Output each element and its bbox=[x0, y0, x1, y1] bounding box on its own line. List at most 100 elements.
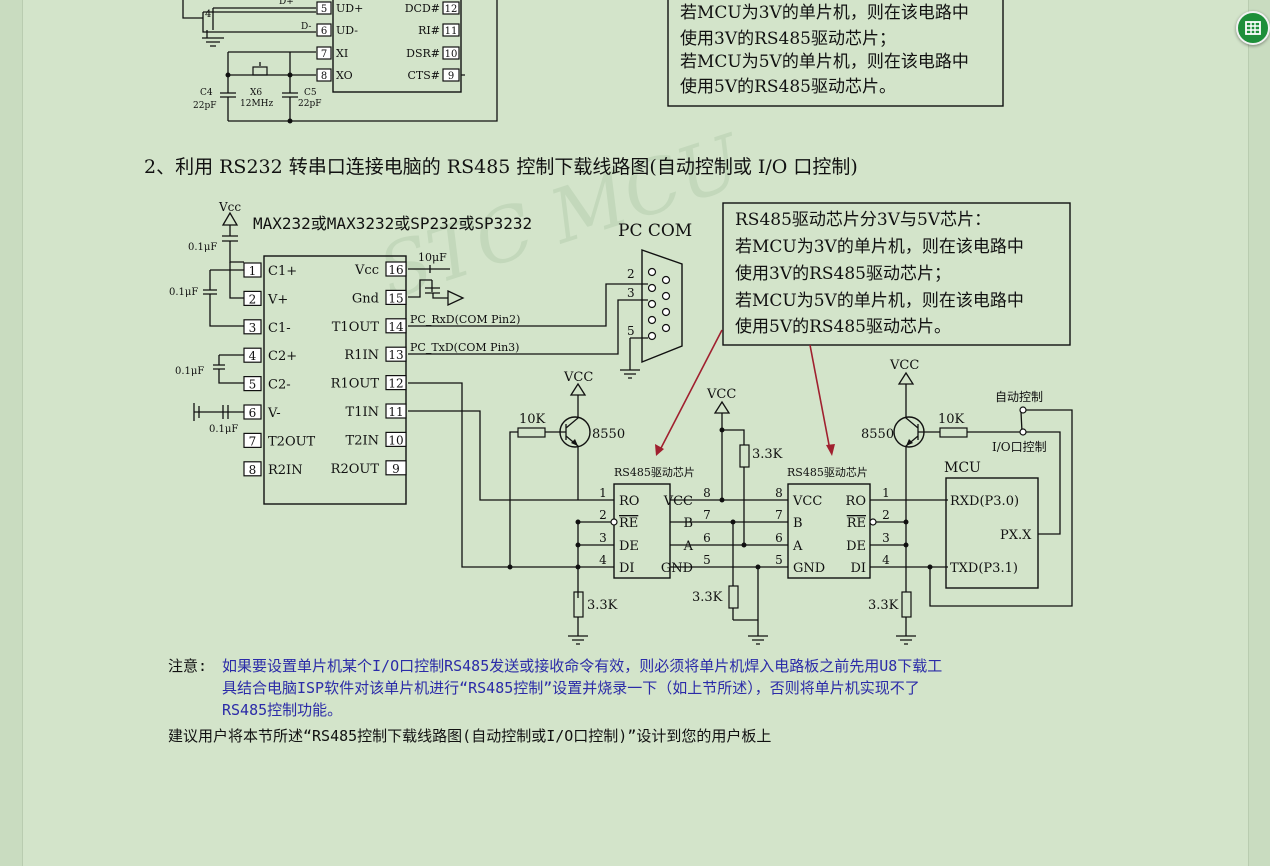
max232-pin-number: 8 bbox=[249, 463, 257, 477]
chip-right-pin-name: B bbox=[793, 516, 803, 531]
note-line-2: 若MCU为3V的单片机，则在该电路中 bbox=[735, 237, 1024, 257]
tf-pin-box bbox=[316, 68, 332, 82]
max232-pin-name: R2IN bbox=[268, 463, 303, 478]
max232-pin-number: 7 bbox=[249, 434, 257, 448]
note-line-5: 使用5V的RS485驱动芯片。 bbox=[735, 316, 951, 337]
r33k-left-label: 3.3K bbox=[587, 598, 618, 613]
vcc-mid-label: VCC bbox=[706, 387, 736, 402]
chip-left-pin-name: DE bbox=[619, 539, 639, 554]
max232-pin-number: 3 bbox=[249, 321, 257, 335]
tf-rpin-name: CTS# bbox=[407, 69, 440, 82]
mcu-rxd: RXD(P3.0) bbox=[950, 494, 1019, 509]
io-control-label: I/O口控制 bbox=[992, 440, 1047, 454]
tf-pin-box bbox=[316, 1, 332, 15]
tf-pin-box bbox=[316, 23, 332, 37]
max232-pin-name: C2- bbox=[268, 378, 291, 393]
tf-pin-number: 8 bbox=[321, 71, 327, 82]
max232-rpin-name: R2OUT bbox=[331, 462, 380, 477]
tf-pin-number: 5 bbox=[321, 4, 327, 15]
max232-vcc-label: Vcc bbox=[218, 200, 241, 214]
com-pin-5: 5 bbox=[627, 324, 635, 338]
note-line-3: 使用3V的RS485驱动芯片； bbox=[735, 263, 951, 284]
r10k-right-label: 10K bbox=[938, 412, 965, 427]
max232-pin-box bbox=[243, 319, 262, 335]
chip-right-rpin-number: 4 bbox=[882, 553, 890, 567]
r33k-mid-label: 3.3K bbox=[752, 447, 783, 462]
max232-rpin-number: 14 bbox=[388, 320, 404, 334]
c4-value: 22pF bbox=[193, 101, 216, 111]
tf-pin-name: XO bbox=[336, 69, 353, 82]
max232-rpin-box bbox=[385, 403, 407, 419]
max232-pin-box bbox=[243, 432, 262, 448]
max232-rpin-name: Vcc bbox=[354, 263, 379, 278]
max232-rpin-number: 12 bbox=[388, 377, 403, 391]
tf-pin-name: UD+ bbox=[336, 2, 363, 15]
max232-pin-name: C1+ bbox=[268, 264, 297, 279]
max232-pin-name: C1- bbox=[268, 321, 291, 336]
chip-left-label: RS485驱动芯片 bbox=[614, 465, 695, 479]
chip-left-pin-number: 2 bbox=[599, 508, 607, 522]
max232-pin-number: 1 bbox=[249, 264, 257, 278]
pc-com-title: PC COM bbox=[618, 221, 692, 241]
max232-rpin-box bbox=[385, 318, 407, 334]
max232-rpin-name: R1OUT bbox=[331, 377, 380, 392]
max232-pin-name: V+ bbox=[267, 292, 288, 307]
tf-pin-box bbox=[316, 46, 332, 60]
max232-rpin-box bbox=[385, 460, 407, 476]
cap-10u-label: 10μF bbox=[418, 251, 447, 264]
max232-rpin-number: 15 bbox=[388, 291, 403, 305]
tf-rpin-name: DSR# bbox=[406, 47, 440, 60]
tf-pin-number: 6 bbox=[321, 26, 327, 37]
tf-rpin-number: 9 bbox=[448, 71, 454, 82]
com-pin-3: 3 bbox=[627, 286, 635, 300]
max232-rpin-box bbox=[385, 261, 407, 277]
max232-pin-name: C2+ bbox=[268, 349, 297, 364]
tf-pin-name: XI bbox=[336, 47, 348, 60]
top-note-line-2: 使用3V的RS485驱动芯片； bbox=[680, 28, 896, 49]
chip-left-rpin-name: A bbox=[683, 539, 694, 554]
chip-left-pin-name: RO bbox=[619, 494, 639, 509]
max232-title: MAX232或MAX3232或SP232或SP3232 bbox=[253, 214, 532, 233]
pc-txd-label: PC_TxD(COM Pin3) bbox=[410, 341, 519, 354]
cap-label-2: 0.1μF bbox=[169, 287, 198, 298]
chip-right-pin-name: VCC bbox=[792, 494, 822, 509]
tf-rpin-name: DCD# bbox=[405, 2, 440, 15]
tf-rpin-number: 10 bbox=[445, 49, 458, 60]
table-grid-button[interactable] bbox=[1236, 11, 1270, 45]
chip-left-rpin-number: 6 bbox=[703, 531, 711, 545]
tf-rpin-box bbox=[442, 1, 460, 15]
chip-left-pin-number: 3 bbox=[599, 531, 607, 545]
max232-pin-name: T2OUT bbox=[268, 434, 316, 449]
rs485-bus: VCC 3.3K 3.3K bbox=[670, 387, 788, 645]
vcc-left-label: VCC bbox=[563, 370, 593, 385]
chip-right-rpin-number: 1 bbox=[882, 486, 890, 500]
tf-rpin-name: RI# bbox=[418, 24, 440, 37]
max232-rpin-box bbox=[385, 375, 407, 391]
chip-right-pin-number: 7 bbox=[775, 508, 783, 522]
max232-pin-box bbox=[243, 461, 262, 477]
max232-pin-number: 4 bbox=[249, 349, 257, 363]
auto-control-label: 自动控制 bbox=[995, 390, 1043, 404]
max232-rpin-number: 16 bbox=[388, 263, 403, 277]
rs485-left-section: VCC 8550 10K RS485驱动芯片 1RO2RE3DE4DI8VCC7… bbox=[507, 370, 711, 645]
chip-left-rpin-number: 5 bbox=[703, 553, 711, 567]
max232-rpin-name: T2IN bbox=[346, 433, 379, 448]
tf-rpin-box bbox=[442, 68, 460, 82]
chip-left-pin-number: 4 bbox=[599, 553, 607, 567]
d-minus-label: D- bbox=[301, 22, 311, 32]
chip-right-label: RS485驱动芯片 bbox=[787, 465, 868, 479]
suggestion-text: 建议用户将本节所述“RS485控制下载线路图(自动控制或I/O口控制)”设计到您… bbox=[168, 727, 772, 745]
mcu-pxx: PX.X bbox=[1000, 528, 1032, 543]
chip-right-pin-number: 5 bbox=[775, 553, 783, 567]
mcu-txd: TXD(P3.1) bbox=[950, 561, 1018, 576]
document-page bbox=[22, 0, 1249, 866]
vcc-right-label: VCC bbox=[889, 358, 919, 373]
x6-label: X6 bbox=[250, 88, 262, 98]
note-line-c: RS485控制功能。 bbox=[222, 701, 343, 719]
chip-left-pin-number: 1 bbox=[599, 486, 607, 500]
pc-rxd-label: PC_RxD(COM Pin2) bbox=[410, 313, 520, 326]
r10k-left-label: 10K bbox=[519, 412, 546, 427]
tf-pin-number: 7 bbox=[321, 49, 327, 60]
chip-left-rpin-number: 7 bbox=[703, 508, 711, 522]
